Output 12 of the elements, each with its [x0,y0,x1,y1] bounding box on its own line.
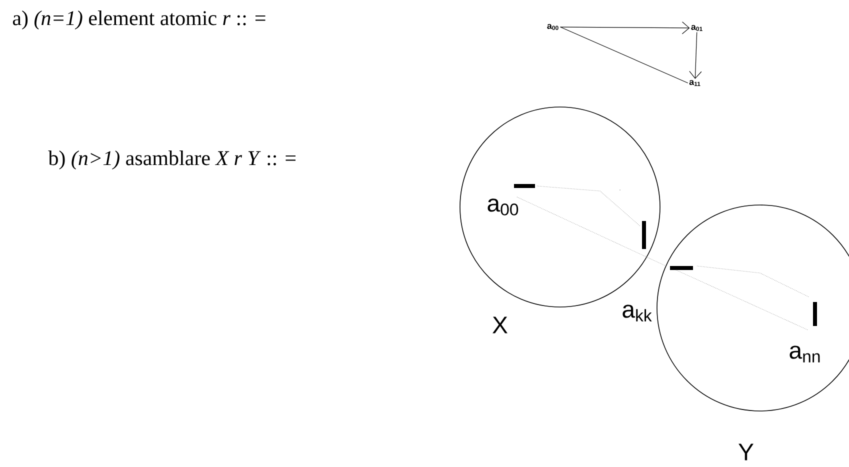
element-label: a$_{nn}$ [790,346,820,362]
arrow [560,22,690,34]
element-label: a$_{01}$ [691,25,702,31]
element-label: a$_{kk}$ [622,304,652,322]
element-label: a$_{00}$ [547,24,558,30]
element-label: a$_{11}$ [689,80,700,86]
node-label: X [492,316,508,334]
statement: a) (n=1) element atomic r :: = [12,10,266,30]
element-label: a$_{00}$ [488,198,518,216]
statement: b) (n>1) asamblare X r Y :: = [48,150,296,170]
arrow [689,32,702,79]
node-label: Y [738,444,754,460]
